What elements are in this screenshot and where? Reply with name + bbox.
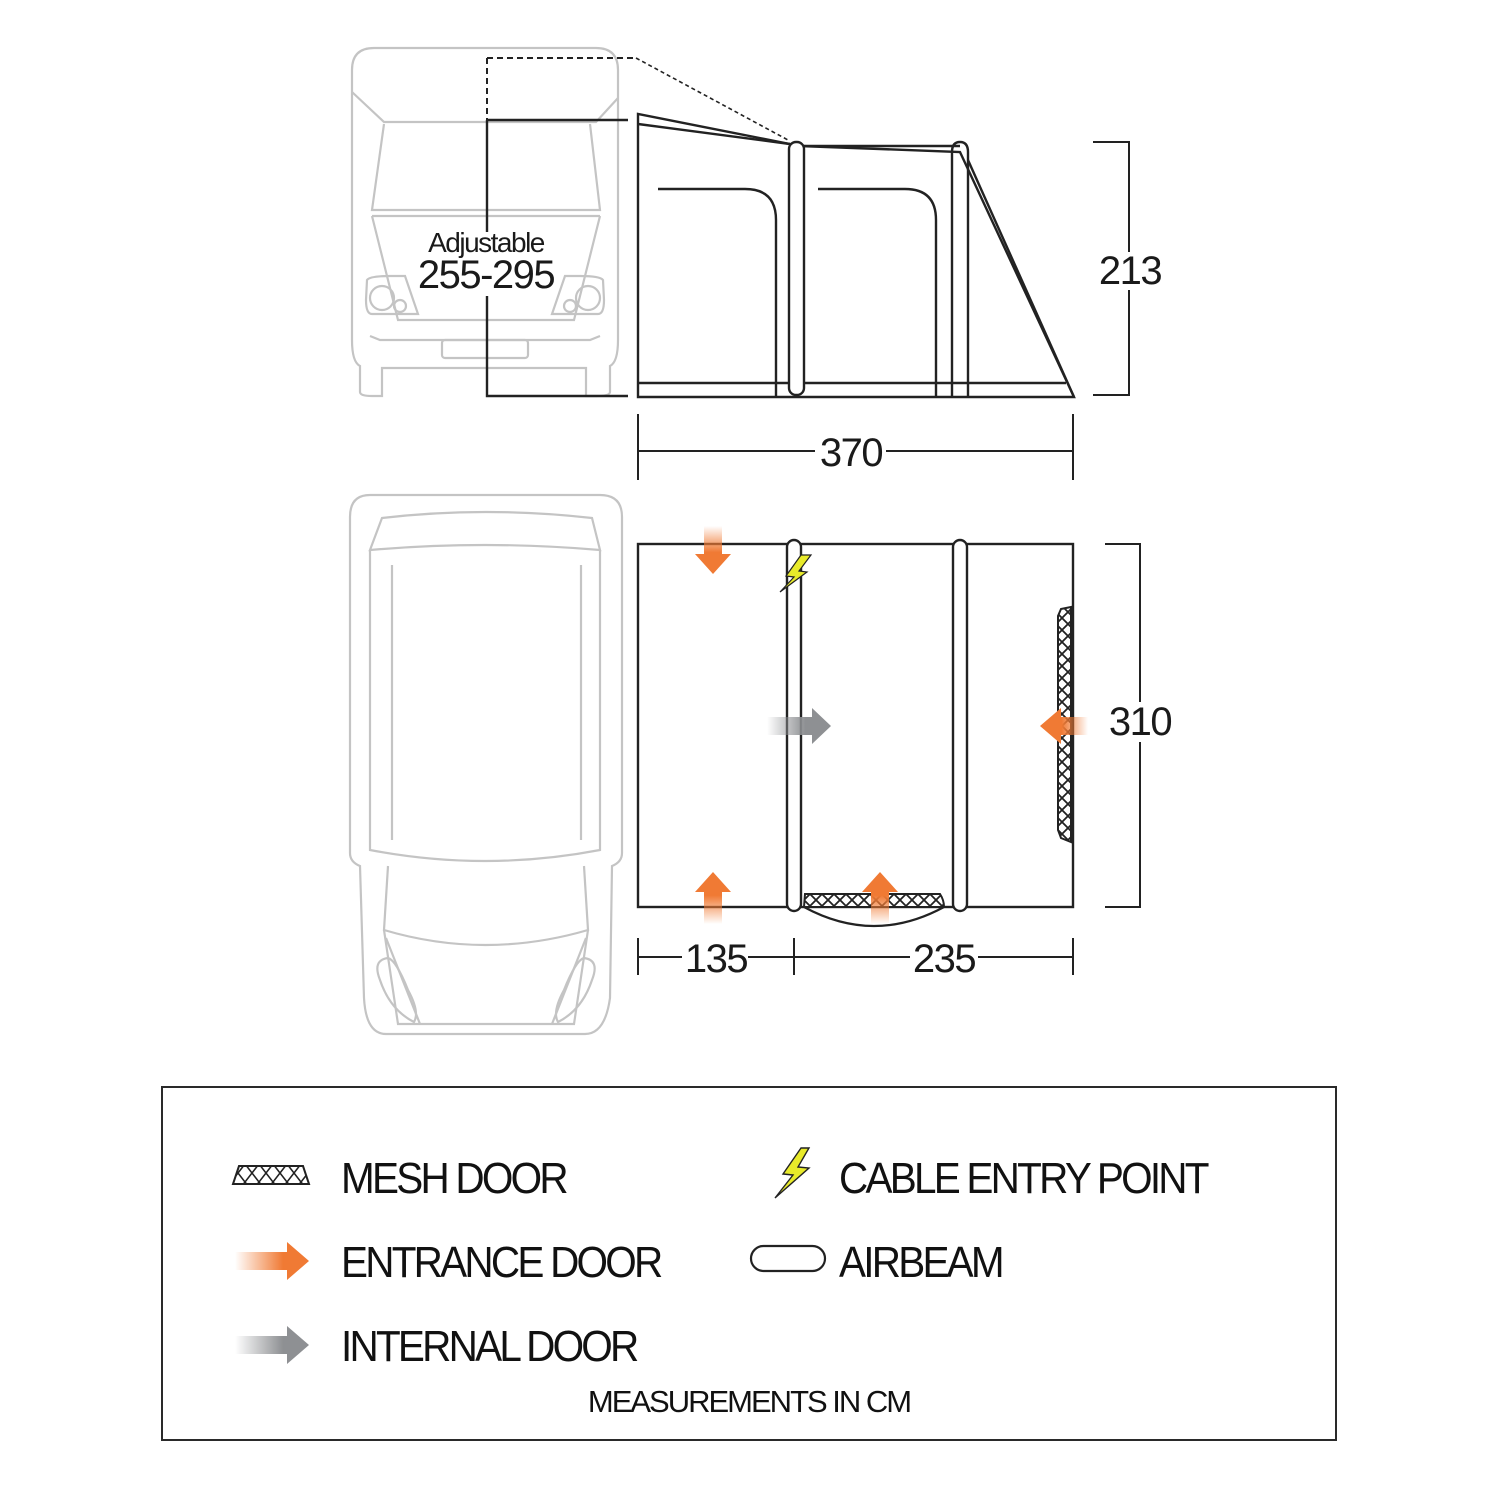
legend-label-internal-door: INTERNAL DOOR <box>341 1322 639 1371</box>
internal-door-arrow-icon <box>235 1326 309 1364</box>
entrance-door-arrow-bottom-left <box>695 872 731 924</box>
entrance-door-arrow-icon <box>235 1242 309 1280</box>
adjustable-range: 255-295 <box>418 253 555 297</box>
cable-entry-point-icon <box>774 1147 811 1199</box>
depth-label: 310 <box>1109 700 1171 744</box>
airbeam-icon <box>749 1244 827 1273</box>
adjustable-height-bracket <box>485 57 789 398</box>
airbeam-plan-2 <box>951 538 969 913</box>
airbeam-side-1 <box>787 140 806 397</box>
section-right-label: 235 <box>913 937 975 981</box>
legend-label-cable-entry-point: CABLE ENTRY POINT <box>839 1154 1210 1203</box>
internal-door-arrow <box>767 708 831 744</box>
height-dimension <box>1093 141 1130 396</box>
vehicle-top-view <box>348 493 624 1036</box>
legend-label-mesh-door: MESH DOOR <box>341 1154 569 1203</box>
adjustable-label: Adjustable <box>428 227 545 258</box>
vehicle-front-view <box>350 46 620 398</box>
width-label: 370 <box>820 431 882 475</box>
section-left-label: 135 <box>685 937 747 981</box>
height-label: 213 <box>1099 249 1161 293</box>
width-dimension <box>637 414 1074 480</box>
awning-plan-view <box>636 538 1075 927</box>
awning-side-view <box>636 112 1076 399</box>
mesh-door-icon <box>231 1165 311 1185</box>
legend-label-entrance-door: ENTRANCE DOOR <box>341 1238 663 1287</box>
entrance-door-arrow-bottom-center <box>862 872 898 924</box>
legend: MESH DOOR CABLE ENTRY POINT ENTRANCE DOO… <box>161 1086 1337 1441</box>
cable-entry-point-icon <box>779 554 813 593</box>
entrance-door-arrow-top <box>695 526 731 574</box>
section-dimensions <box>637 938 1074 975</box>
measurements-note: MEASUREMENTS IN CM <box>587 1384 912 1419</box>
legend-label-airbeam: AIRBEAM <box>839 1238 1005 1287</box>
entrance-door-arrow-right <box>1040 708 1088 744</box>
depth-dimension <box>1105 543 1141 908</box>
